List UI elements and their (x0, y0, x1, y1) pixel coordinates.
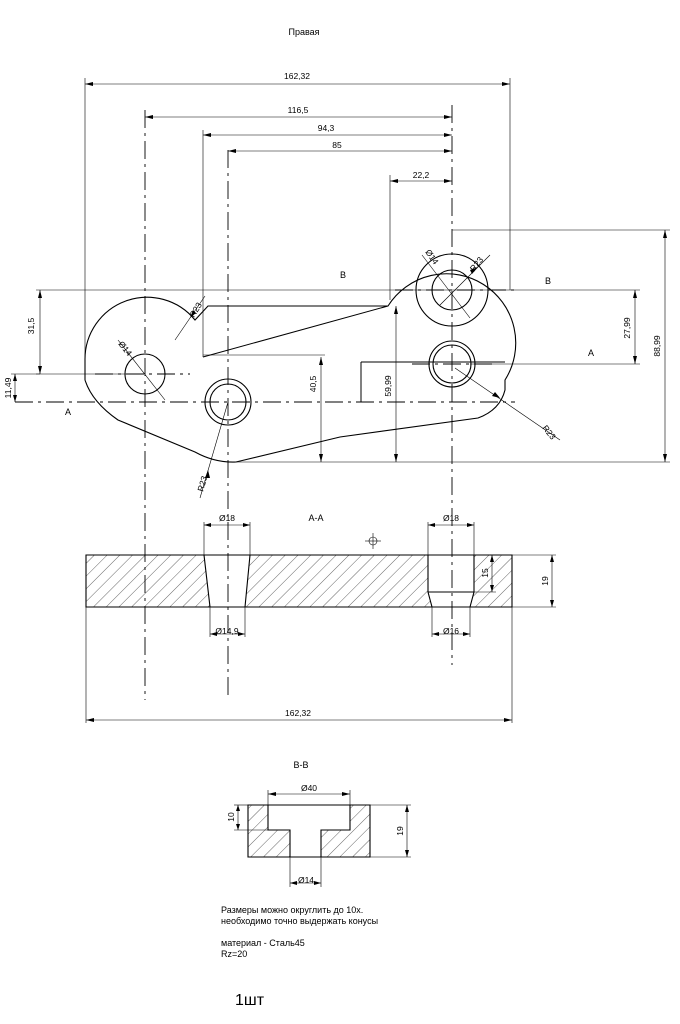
dim-bb-top: Ø40 (267, 783, 351, 805)
section-mark-a-left: A (65, 407, 71, 417)
dim-59: 59,99 (383, 306, 398, 462)
dim-left-bore: Ø14 (116, 339, 166, 401)
svg-text:19: 19 (395, 826, 405, 836)
dim-162-top: 162,32 (85, 71, 510, 86)
svg-text:94,3: 94,3 (318, 123, 335, 133)
dim-aa-bottom-left: Ø14,9 (209, 607, 246, 637)
svg-text:Ø14: Ø14 (116, 339, 134, 358)
svg-text:R23: R23 (540, 423, 558, 442)
svg-text:59,99: 59,99 (383, 375, 393, 397)
quantity-label: 1шт (235, 992, 265, 1009)
section-mark-a-right: A (588, 348, 594, 358)
svg-text:Ø14: Ø14 (423, 247, 441, 266)
section-bb-title: B-B (293, 760, 308, 770)
svg-text:Ø16: Ø16 (443, 626, 459, 636)
svg-text:85: 85 (332, 140, 342, 150)
dim-85: 85 (228, 140, 452, 153)
note-roughness: Rz=20 (221, 949, 248, 959)
dim-aa-overall: 162,32 (86, 708, 512, 722)
svg-text:27,99: 27,99 (622, 317, 632, 339)
svg-text:40,5: 40,5 (308, 375, 318, 392)
dim-27: 27,99 (470, 290, 640, 365)
section-mark-b-right: B (545, 276, 551, 286)
dim-11: 11,49 (3, 373, 40, 402)
svg-text:Ø40: Ø40 (301, 783, 317, 793)
svg-text:162,32: 162,32 (284, 71, 310, 81)
dim-aa-bottom-right: Ø16 (431, 607, 471, 637)
section-aa-title: A-A (308, 513, 323, 523)
dim-31: 31,5 (26, 290, 135, 375)
note-rounding: Размеры можно округлить до 10х. (221, 905, 364, 915)
svg-text:15: 15 (480, 568, 490, 578)
note-material: материал - Сталь45 (221, 938, 305, 948)
dim-bb-thickness: 19 (370, 804, 411, 858)
drawing-title: Правая (288, 27, 319, 37)
dim-radius-upper-left: R23 (174, 295, 206, 341)
note-cones: необходимо точно выдержать конусы (221, 916, 379, 926)
svg-text:19: 19 (540, 576, 550, 586)
svg-text:31,5: 31,5 (26, 317, 36, 334)
dim-radius-upper-right: R23 (439, 255, 491, 306)
dim-116: 116,5 (145, 105, 452, 119)
svg-text:10: 10 (226, 812, 236, 822)
svg-text:R23: R23 (195, 475, 209, 493)
dim-40: 40,5 (203, 354, 670, 463)
dim-94: 94,3 (203, 123, 452, 137)
dim-aa-thickness: 19 (512, 554, 556, 608)
svg-text:Ø18: Ø18 (443, 513, 459, 523)
section-bb-body (247, 804, 371, 858)
svg-text:88,99: 88,99 (652, 335, 662, 357)
section-mark-b-left: B (340, 270, 346, 280)
svg-text:Ø14,9: Ø14,9 (215, 626, 238, 636)
dim-aa-top-right: Ø18 (427, 513, 475, 555)
svg-text:11,49: 11,49 (3, 377, 13, 398)
section-aa-body (85, 554, 513, 608)
svg-text:R23: R23 (187, 300, 204, 319)
svg-text:22,2: 22,2 (413, 170, 430, 180)
dim-bb-bottom: Ø14 (289, 857, 322, 887)
svg-text:116,5: 116,5 (288, 105, 309, 115)
dim-radius-lower-right: R23 (454, 367, 561, 442)
dim-88: 88,99 (452, 229, 670, 462)
center-mark (365, 533, 381, 549)
dim-radius-lower-left: R23 (195, 401, 229, 499)
section-aa: A-A Ø18 Ø18 (85, 513, 556, 723)
svg-text:Ø18: Ø18 (219, 513, 235, 523)
section-bb: B-B Ø40 Ø14 10 (226, 760, 411, 887)
dim-aa-top-left: Ø18 (203, 513, 251, 555)
part-outline (84, 273, 517, 463)
dim-22: 22,2 (390, 170, 452, 183)
dim-aa-depth: 15 (474, 555, 496, 593)
svg-text:Ø14: Ø14 (298, 875, 314, 885)
pocket-line (202, 305, 505, 402)
svg-text:162,32: 162,32 (285, 708, 311, 718)
dim-bb-depth: 10 (226, 804, 268, 831)
